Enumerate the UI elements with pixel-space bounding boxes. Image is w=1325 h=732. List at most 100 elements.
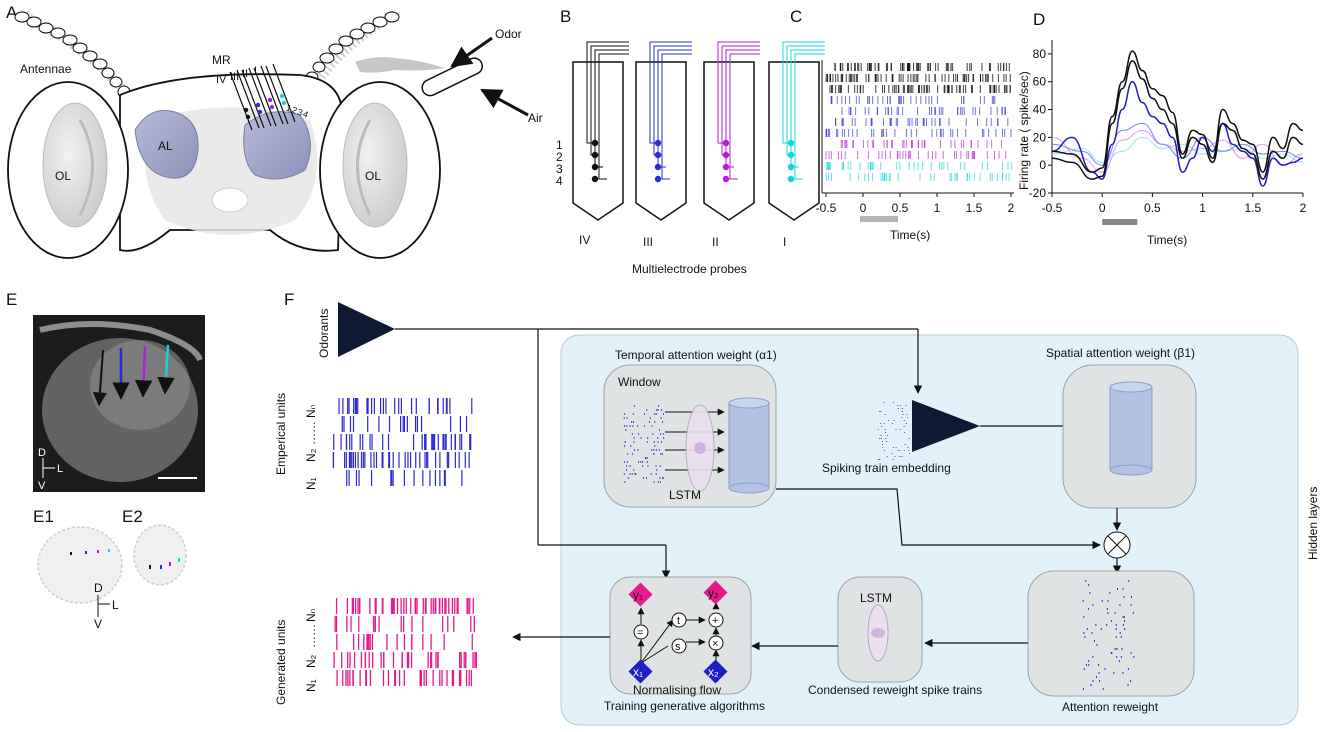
spike-train [896,405,907,406]
raster-x-tick: -0.5 [816,201,837,215]
spike-train [1089,592,1111,594]
flow-op-t: t [671,612,687,628]
panel-c-letter: C [790,7,802,26]
e2-reconstruction [133,524,187,586]
emp-n-n: Nₙ [304,404,318,418]
spike-train [881,441,888,442]
spike-train [623,461,648,463]
spike-train [1110,620,1126,622]
chart-series-line [1051,136,1304,163]
spike-train [332,452,470,468]
mr-probe-sites [243,93,287,120]
svg-text:×: × [712,638,718,650]
emperical-units-label: Emperical units [274,393,288,475]
attention-reweight-box [1027,570,1195,697]
antennal-lobe-right [243,111,311,180]
raster-row [834,118,1009,126]
spike-train [901,417,909,418]
svg-text:3: 3 [296,107,304,118]
optic-lobe-left-fold [78,119,94,216]
svg-text:y₂: y₂ [708,586,719,600]
probe-numeral-ii: II [242,68,248,80]
raster-x-tick: 1.5 [966,201,983,215]
svg-text:V: V [38,480,46,492]
raster-row [830,96,996,104]
spike-train [623,473,657,475]
spike-train [1110,652,1132,654]
probe-group [572,41,825,221]
spike-train [333,434,472,450]
spike-train [883,450,910,451]
flow-op-plus: + [708,612,724,628]
spike-train [884,432,906,433]
spike-train [1087,608,1108,610]
spike-train [1114,648,1123,650]
raster-row [834,63,1010,71]
air-label: Air [528,111,543,125]
spike-train [880,435,889,436]
antenna-left [14,10,131,99]
emp-dots: …… [304,421,318,445]
spike-train [1082,600,1109,602]
reweight-raster [1082,580,1135,690]
probe-numeral-iv: IV [216,74,227,86]
svg-text:s: s [675,641,681,653]
panel-e-letter: E [6,290,17,309]
embedding-raster [877,402,910,460]
track-arrow-magenta [134,345,153,398]
svg-text:D: D [94,581,103,595]
probe-iv [572,41,629,221]
chart-x-tick: 2 [1300,201,1307,215]
confocal-edge [39,321,203,362]
site-label-4: 4 [556,174,563,188]
mr-site-numbers: 1 2 3 4 [285,103,310,120]
probe-site-dot [654,175,662,183]
chart-y-tick: 20 [1033,130,1047,144]
chart-x-tick: 0.5 [1144,201,1161,215]
spike-train [336,634,473,650]
flow-op-times: × [708,635,724,651]
panel-e: E D L V E1 E2 D [6,290,205,631]
spatial-cylinder [1109,381,1153,476]
svg-text:+: + [712,615,718,627]
antennae-label: Antennae [20,62,72,76]
chart-x-label: Time(s) [1147,233,1187,247]
mr-label: MR [212,53,231,67]
antennal-lobe-left [134,110,199,179]
svg-text:2: 2 [290,105,298,116]
spike-train [1082,688,1104,690]
spike-train [623,425,653,427]
spike-train [897,408,903,409]
probe-i [768,41,825,221]
e1-sites [70,549,110,555]
spike-train [1098,672,1124,674]
site-label-1: 1 [556,138,563,152]
temporal-cylinder [728,397,770,494]
spike-train [631,433,664,435]
panel-f: F Hidden layers Odorants Emperical units… [274,290,1320,726]
spike-train [880,423,907,424]
spike-train [1084,636,1122,638]
svg-text:D: D [38,447,46,459]
spike-train [878,459,894,460]
svg-text:1: 1 [285,103,293,114]
spike-train [881,444,906,445]
svg-text:y₁: y₁ [633,588,643,602]
chart-x-tick: 1 [1199,201,1206,215]
probe-site-dot [722,163,730,171]
spike-train [626,465,661,467]
spike-train [633,405,660,407]
raster-row [825,151,1007,159]
svg-text:V: V [94,617,102,631]
probe-site-dot [654,163,662,171]
panel-a: A Antennae [6,3,543,259]
spike-train [341,416,468,432]
spike-train [1092,604,1132,606]
chart-y-tick: 80 [1033,47,1047,61]
spike-train [891,453,910,454]
spike-train [1090,684,1129,686]
flow-op-s: s [671,638,687,654]
e2-sites [149,558,180,569]
